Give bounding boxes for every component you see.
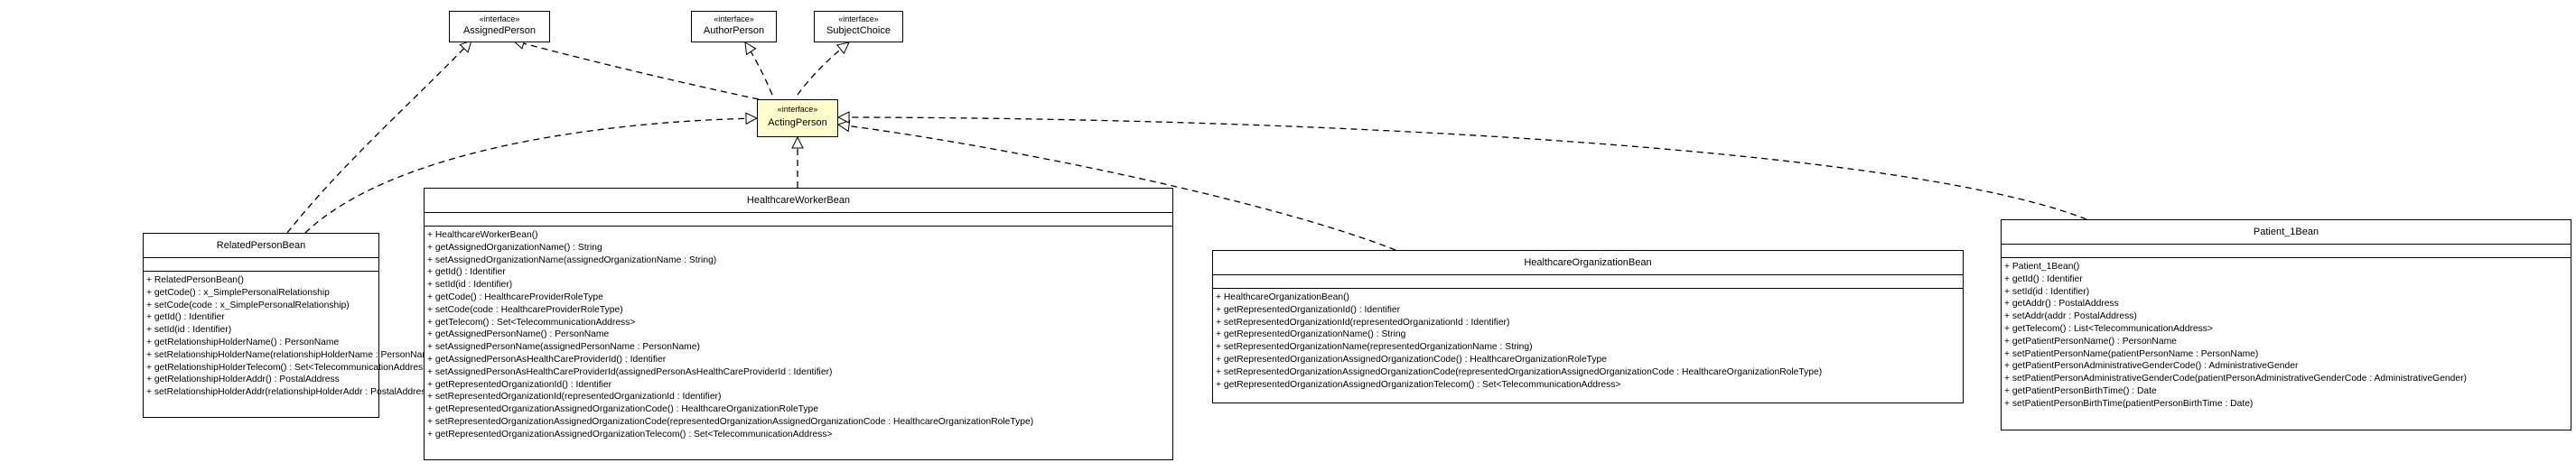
attributes-compartment [1213,275,1963,289]
class-relatedpersonbean[interactable]: RelatedPersonBean + RelatedPersonBean()+… [143,233,439,418]
attributes-compartment [425,213,1172,227]
operation: + getRepresentedOrganizationAssignedOrga… [427,404,819,415]
interface-name: AuthorPerson [703,25,765,36]
operations-compartment: + HealthcareOrganizationBean() + getRepre… [1213,289,1963,393]
edge-patient1bean-to-actingperson [838,117,2087,220]
edge-healthcareorganizationbean-to-actingperson [838,125,1396,251]
operation: + getRepresentedOrganizationId() : Ident… [427,379,612,390]
operation: + setAddr(addr : PostalAddress) [2004,311,2137,322]
operation: + setAssignedPersonAsHealthCareProviderI… [427,366,833,377]
class-healthcareworkerbean[interactable]: HealthcareWorkerBean + HealthcareWorkerB… [424,188,1173,460]
interface-authorperson[interactable]: «interface» AuthorPerson [691,11,777,42]
class-name: Patient_1Bean [2002,220,2571,245]
attributes-compartment [144,258,378,272]
operation: + getAssignedPersonName() : PersonName [427,329,610,340]
operation: + getRepresentedOrganizationName() : Str… [1216,329,1406,340]
operations-compartment: + HealthcareWorkerBean() + getAssignedOrg… [425,227,1172,443]
stereotype-label: «interface» [479,14,520,23]
edge-actingperson-to-subjectchoice [797,42,849,96]
stereotype-label: «interface» [838,14,879,23]
edge-relatedpersonbean-to-assignedperson [286,41,471,234]
operation: + getRepresentedOrganizationAssignedOrga… [1216,354,1608,365]
operation: + getCode() : HealthcareProviderRoleType [427,292,603,302]
operation: + getRepresentedOrganizationAssignedOrga… [1216,379,1621,390]
stereotype-label: «interface» [777,105,818,114]
operation: + getAddr() : PostalAddress [2004,299,2119,310]
stereotype-label: «interface» [714,14,754,23]
operation: + getRelationshipHolderName() : PersonNa… [146,337,340,347]
interface-subjectchoice[interactable]: «interface» SubjectChoice [814,11,903,42]
operation: + getRelationshipHolderAddr() : PostalAd… [146,375,340,385]
operation: + getCode() : x_SimplePersonalRelationsh… [146,287,330,298]
operation: + setCode(code : x_SimplePersonalRelatio… [146,300,350,310]
operation: + setAssignedPersonName(assignedPersonNa… [427,342,700,353]
interface-actingperson[interactable]: «interface» ActingPerson [757,99,838,137]
operation: + getRelationshipHolderTelecom() : Set<T… [146,362,434,373]
operation: + setId(id : Identifier) [146,325,232,336]
operation: + getPatientPersonAdministrativeGenderCo… [2004,361,2299,372]
operation: + setPatientPersonAdministrativeGenderCo… [2004,374,2467,384]
operation: + getId() : Identifier [427,267,506,278]
class-name: RelatedPersonBean [144,234,378,258]
attributes-compartment [2002,245,2571,258]
edge-relatedpersonbean-to-actingperson [304,118,757,234]
operation: + HealthcareOrganizationBean() [1216,292,1349,302]
operation: + setRepresentedOrganizationAssignedOrga… [427,416,1034,427]
operation: + setRelationshipHolderName(relationship… [146,349,439,360]
operation: + setRepresentedOrganizationAssignedOrga… [1216,366,1823,377]
operation: + setId(id : Identifier) [2004,286,2090,297]
interface-name: SubjectChoice [826,25,891,36]
operation: + setRepresentedOrganizationName(represe… [1216,342,1533,353]
interface-name: ActingPerson [768,117,827,128]
operation: + getTelecom() : Set<TelecommunicationAd… [427,317,636,328]
edge-actingperson-to-authorperson [745,42,773,96]
operation: + getAssignedOrganizationName() : String [427,242,602,253]
operations-compartment: + RelatedPersonBean() + getCode() : x_Sim… [144,272,439,401]
interface-name: AssignedPerson [462,25,537,36]
operations-compartment: + Patient_1Bean()+ getId() : Identifier +… [2002,258,2571,412]
operation: + setId(id : Identifier) [427,280,513,291]
operation: + setRelationshipHolderAddr(relationship… [146,387,434,398]
operation: + getPatientPersonBirthTime() : Date [2004,385,2157,396]
operation: + setPatientPersonBirthTime(patientPerso… [2004,398,2254,409]
class-healthcareorganizationbean[interactable]: HealthcareOrganizationBean + HealthcareO… [1212,250,1964,403]
operation: + getRepresentedOrganizationId() : Ident… [1216,304,1401,315]
class-name: HealthcareWorkerBean [425,189,1172,213]
operation: + setAssignedOrganizationName(assignedOr… [427,255,717,265]
edge-actingperson-to-assignedperson [513,41,760,100]
class-name: HealthcareOrganizationBean [1213,251,1963,275]
operation: + setRepresentedOrganizationId(represent… [427,392,722,403]
operation: + Patient_1Bean() [2004,262,2080,272]
operation: + getPatientPersonName() : PersonName [2004,336,2177,347]
class-patient1bean[interactable]: Patient_1Bean + Patient_1Bean()+ getId()… [2001,219,2571,430]
operation: + setCode(code : HealthcareProviderRoleT… [427,304,623,315]
operation: + setPatientPersonName(patientPersonName… [2004,348,2259,359]
interface-assignedperson[interactable]: «interface» AssignedPerson [449,11,550,42]
operation: + getTelecom() : List<TelecommunicationA… [2004,323,2213,334]
operation: + setRepresentedOrganizationId(represent… [1216,317,1510,328]
operation: + HealthcareWorkerBean() [427,230,538,240]
operation: + RelatedPersonBean() [146,275,244,285]
operation: + getId() : Identifier [2004,273,2083,284]
operation: + getAssignedPersonAsHealthCareProviderI… [427,354,667,365]
operation: + getId() : Identifier [146,312,225,323]
operation: + getRepresentedOrganizationAssignedOrga… [427,429,833,440]
